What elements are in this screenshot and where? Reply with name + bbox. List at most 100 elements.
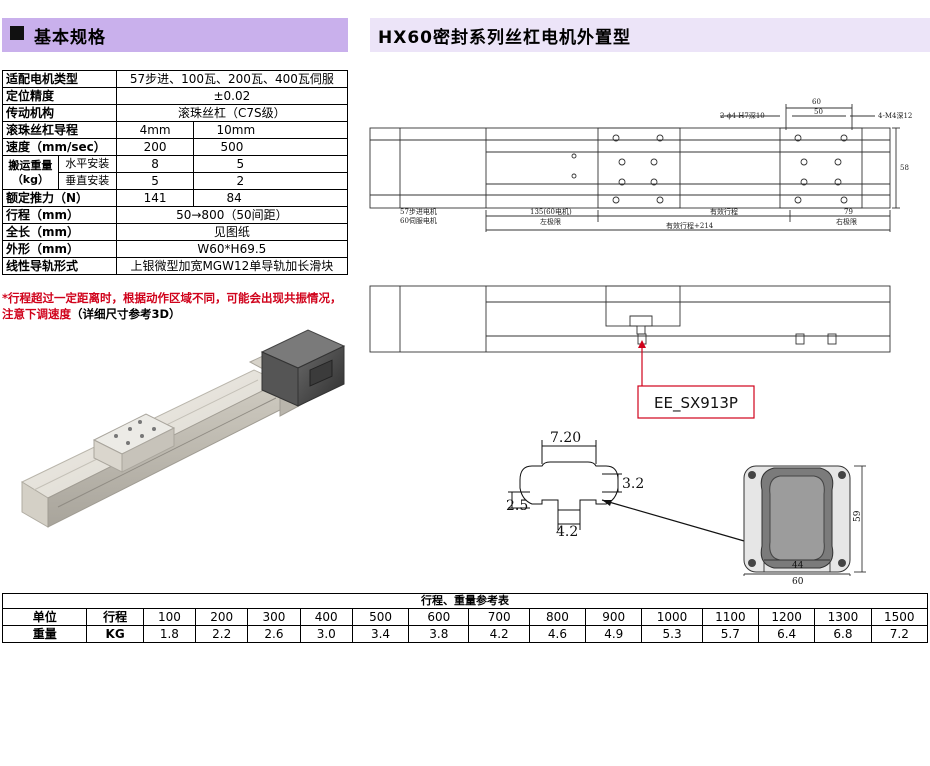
product-photo [20, 329, 346, 528]
spec-label: 适配电机类型 [2, 70, 117, 88]
spec-value: W60*H69.5 [115, 240, 349, 258]
dim-label: 4.2 [556, 524, 578, 540]
dim-label: 3.2 [622, 476, 644, 492]
limit-label: 右极限 [836, 217, 857, 226]
spec-sublabel: 垂直安装 [57, 172, 117, 190]
table-row: 速度（mm/sec） 200 500 [2, 138, 348, 156]
table-row: 线性导轨形式 上银微型加宽MGW12单导轨加长滑块 [2, 257, 349, 275]
spec-value: 上银微型加宽MGW12单导轨加长滑块 [115, 257, 349, 275]
spec-value: 8 [115, 155, 195, 173]
spec-label: 额定推力（N） [2, 189, 117, 207]
table-row: 搬运重量（kg） 水平安装 8 5 [2, 155, 348, 190]
dim-label: 60 [812, 98, 821, 106]
weight-cell: 3.8 [408, 625, 470, 643]
weight-cell: 3.0 [299, 625, 353, 643]
spec-label: 行程（mm） [2, 206, 117, 224]
spec-table: 适配电机类型 57步进、100瓦、200瓦、400瓦伺服 定位精度 ±0.02 … [2, 70, 349, 275]
dim-label: 2.5 [506, 498, 528, 514]
stroke-cell: 1500 [870, 608, 929, 626]
weight-cell: 4.6 [528, 625, 587, 643]
table-row: 定位精度 ±0.02 [2, 87, 349, 105]
table-row: 适配电机类型 57步进、100瓦、200瓦、400瓦伺服 [2, 70, 349, 88]
table-caption-row: 行程、重量参考表 [2, 593, 928, 609]
stroke-cell: 500 [351, 608, 410, 626]
spec-label: 全长（mm） [2, 223, 117, 241]
sensor-label-box [637, 385, 755, 419]
spec-value: ±0.02 [115, 87, 349, 105]
spec-value: 见图纸 [115, 223, 349, 241]
spec-value: 滚珠丝杠（C7S级） [115, 104, 349, 122]
stroke-cell: 100 [142, 608, 197, 626]
stroke-cell: 300 [247, 608, 301, 626]
spec-label: 外形（mm） [2, 240, 117, 258]
motor-label: 57步进电机 [400, 207, 437, 216]
stroke-cell: 1000 [641, 608, 703, 626]
stroke-label: 行程 [86, 608, 144, 626]
total-label: 有效行程+214 [666, 221, 714, 230]
stroke-cell: 200 [195, 608, 249, 626]
dim-label: 7.20 [550, 430, 581, 446]
weight-cell: 5.3 [641, 625, 703, 643]
stroke-cell: 600 [408, 608, 470, 626]
weight-label: 重量 [1, 625, 88, 643]
dim-label: 58 [900, 164, 909, 172]
note-warning: *行程超过一定距离时，根据动作区域不同，可能会出现共振情况，注意下调速度 [2, 291, 342, 321]
table-row: 滚珠丝杠导程 4mm 10mm [2, 121, 348, 139]
weight-cell: 4.9 [585, 625, 643, 643]
section-header-specs: 基本规格 [2, 18, 348, 52]
side-view [369, 285, 891, 353]
table-row: 行程（mm） 50→800（50间距） [2, 206, 349, 224]
spec-value: 57步进、100瓦、200瓦、400瓦伺服 [115, 70, 349, 88]
dim-label: 59 [853, 510, 863, 522]
spec-value: 200 [115, 138, 195, 156]
weight-cell: 4.2 [468, 625, 530, 643]
arrow-icon [602, 500, 612, 506]
top-view [369, 104, 900, 232]
stroke-cell: 1300 [814, 608, 872, 626]
limit-label: 左极限 [540, 217, 561, 226]
stroke-note: *行程超过一定距离时，根据动作区域不同，可能会出现共振情况，注意下调速度（详细尺… [2, 290, 352, 322]
table-row: 额定推力（N） 141 84 [2, 189, 348, 207]
weight-cell: 7.2 [870, 625, 929, 643]
spec-value: 5 [193, 155, 348, 173]
spec-label: 定位精度 [2, 87, 117, 105]
unit-label: 单位 [1, 608, 88, 626]
weight-cell: 2.2 [195, 625, 249, 643]
callout-line [601, 499, 759, 546]
spec-value: 2 [193, 172, 348, 190]
slot-profile [508, 440, 622, 530]
dim-label: 60 [792, 577, 804, 587]
spec-label: 速度（mm/sec） [2, 138, 117, 156]
hole-label: 2-ϕ4 H7深10 [720, 111, 765, 120]
section-header-drawing: HX60密封系列丝杠电机外置型 [370, 18, 930, 52]
weight-cell: 3.4 [351, 625, 410, 643]
stroke-cell: 900 [585, 608, 643, 626]
kg-label: KG [86, 625, 144, 643]
table-caption: 行程、重量参考表 [2, 593, 928, 609]
hole-label: 4-M4深12 [878, 111, 912, 120]
weight-cell: 6.4 [757, 625, 816, 643]
dim-label: 135(60电机) [530, 207, 572, 216]
stroke-cell: 700 [468, 608, 530, 626]
stroke-cell: 1200 [757, 608, 816, 626]
spec-value: 5 [115, 172, 195, 190]
spec-label: 搬运重量（kg） [2, 155, 59, 190]
arrow-icon [638, 340, 646, 348]
weight-cell: 2.6 [247, 625, 301, 643]
note-reference: （详细尺寸参考3D） [71, 307, 181, 321]
spec-value: 500 [193, 138, 348, 156]
spec-label: 线性导轨形式 [2, 257, 117, 275]
spec-sublabel: 水平安装 [57, 155, 117, 173]
weight-cell: 5.7 [701, 625, 760, 643]
stroke-label: 有效行程 [710, 207, 738, 216]
spec-value: 4mm [115, 121, 195, 139]
end-view: 59 44 60 [743, 465, 866, 587]
stroke-cell: 1100 [701, 608, 760, 626]
square-bullet-icon [10, 26, 24, 40]
spec-label: 传动机构 [2, 104, 117, 122]
table-row: 外形（mm） W60*H69.5 [2, 240, 349, 258]
spec-value: 141 [115, 189, 195, 207]
